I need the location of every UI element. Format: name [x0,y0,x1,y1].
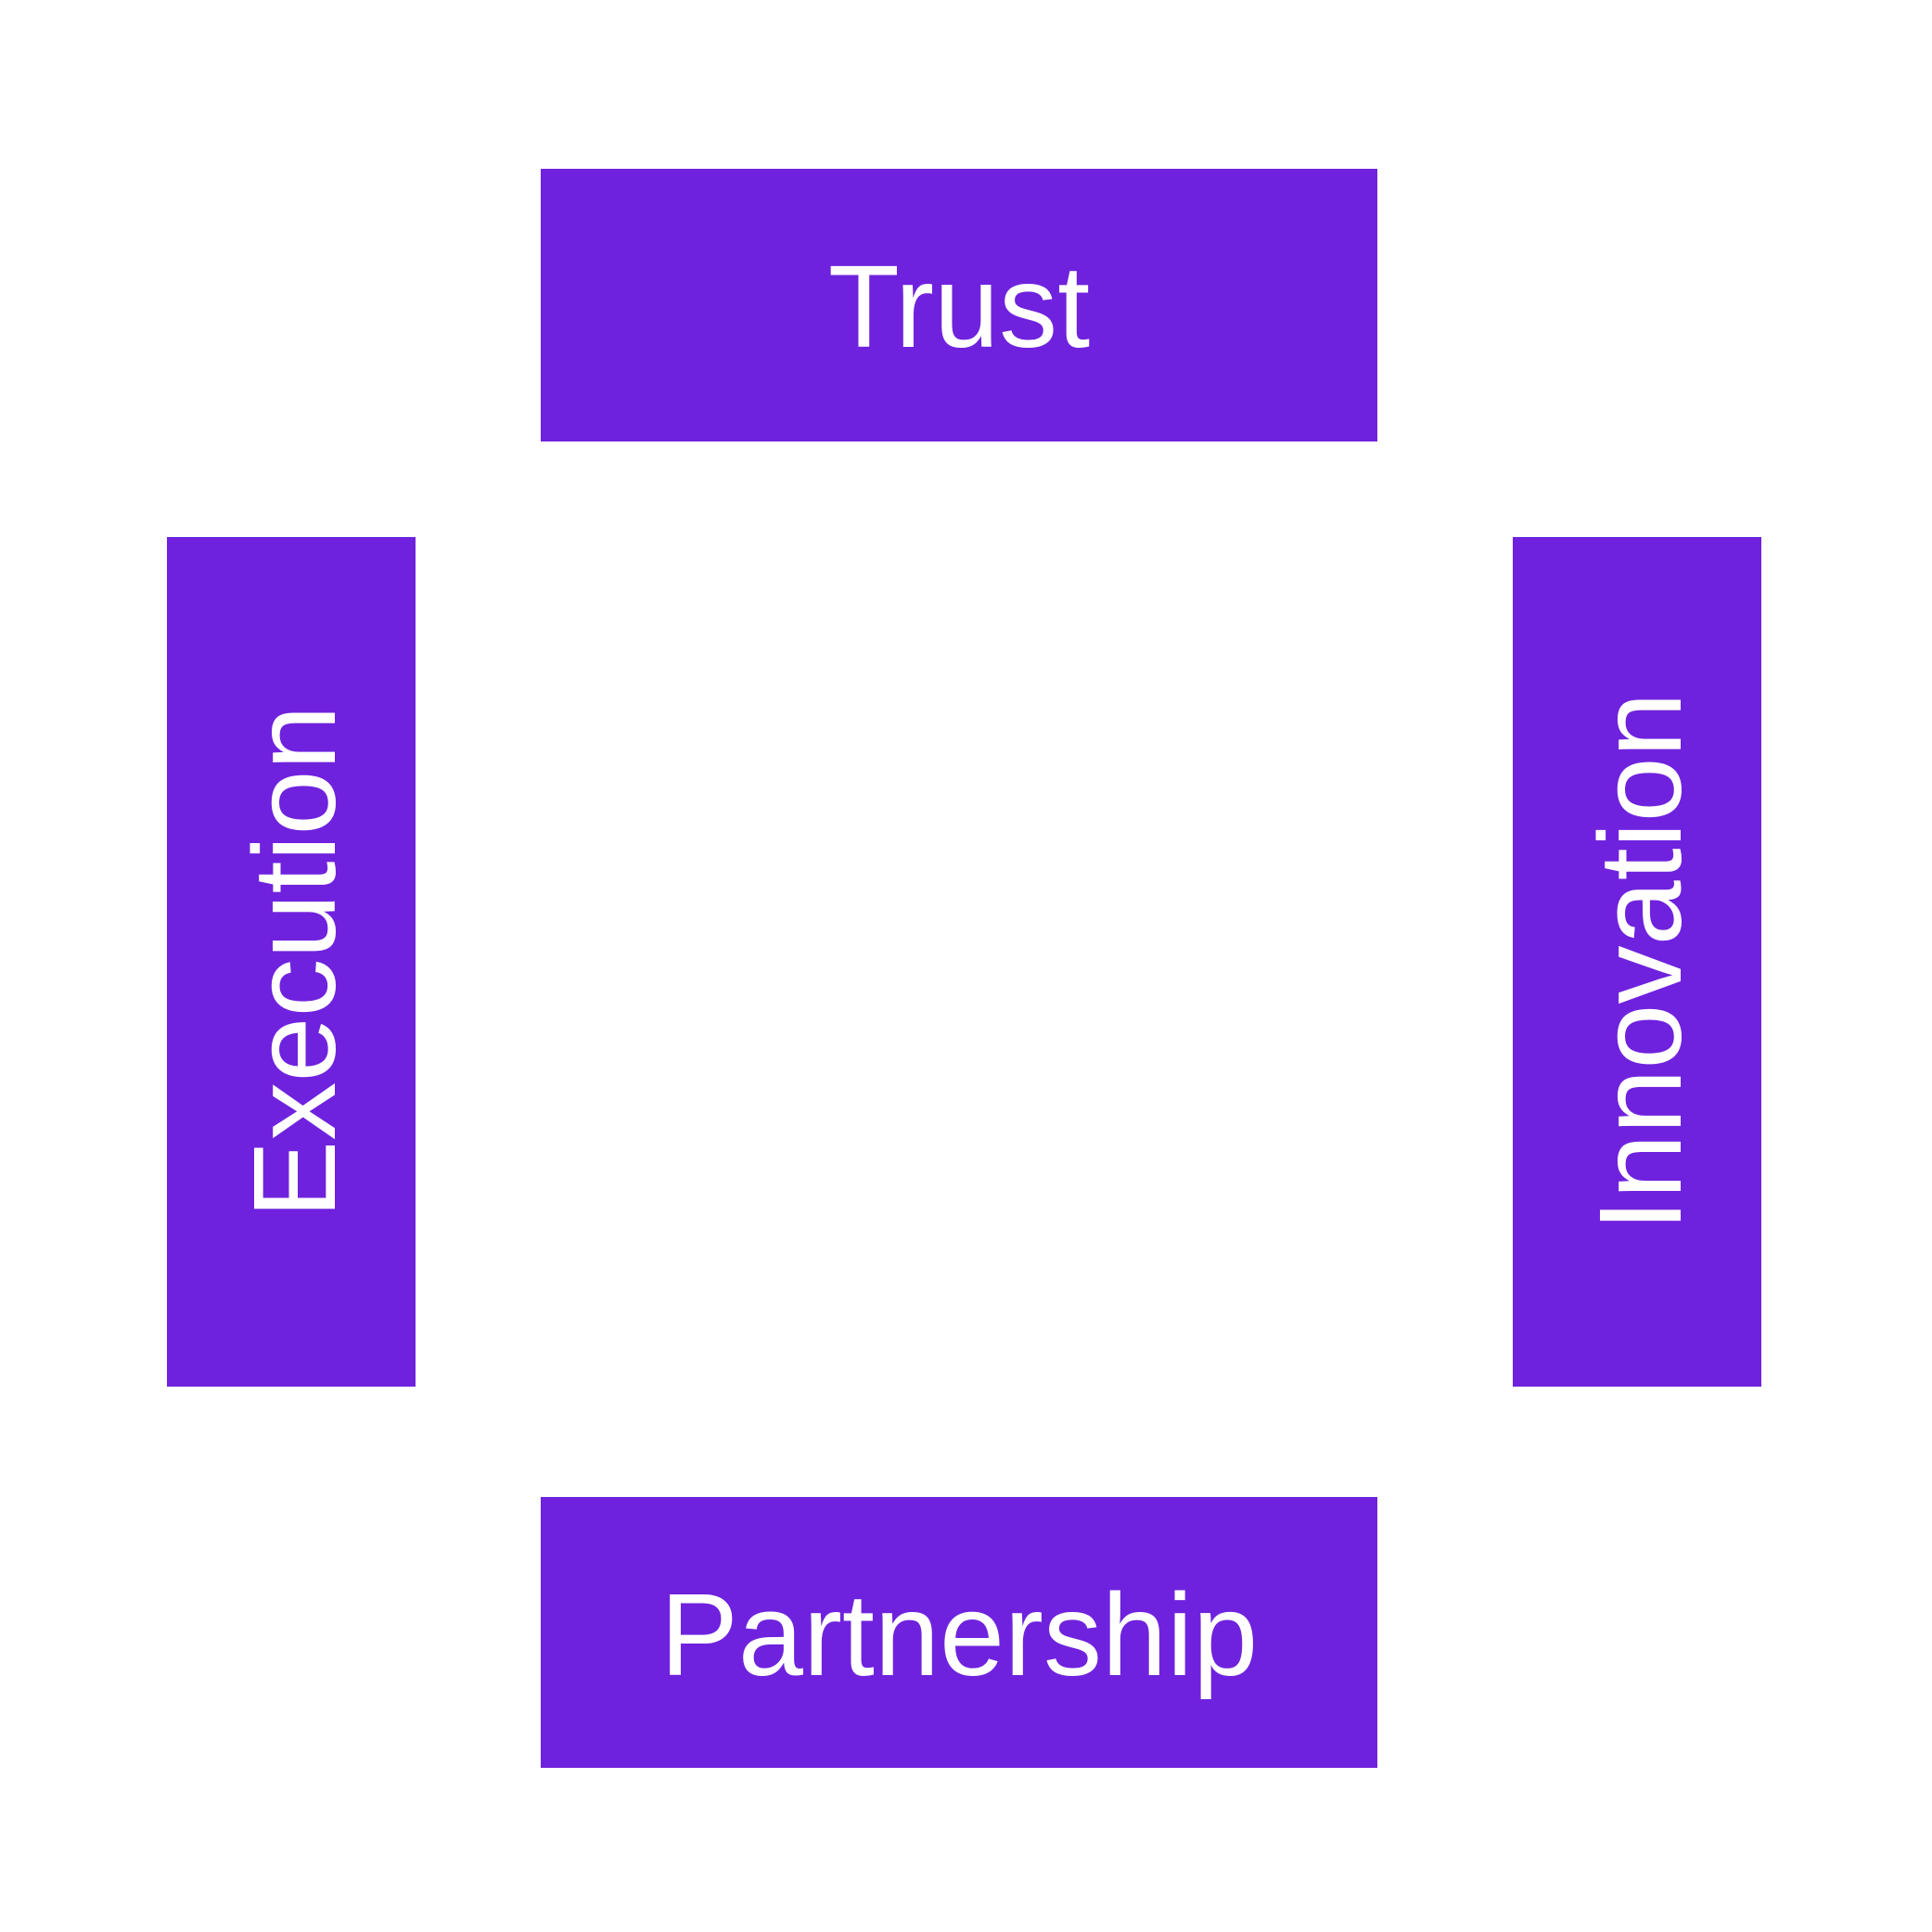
value-box-partnership[interactable]: Partnership [541,1497,1377,1768]
innovation-rotation-wrapper: Innovation [1513,537,1761,1387]
value-box-execution-label: Execution [229,705,360,1219]
value-box-trust-label: Trust [827,241,1091,372]
value-box-innovation[interactable]: Innovation [1513,537,1761,1387]
value-box-partnership-label: Partnership [659,1569,1259,1700]
execution-rotation-wrapper: Execution [167,537,416,1387]
value-box-execution[interactable]: Execution [167,537,416,1387]
value-box-trust[interactable]: Trust [541,169,1377,441]
value-box-innovation-label: Innovation [1575,692,1706,1232]
